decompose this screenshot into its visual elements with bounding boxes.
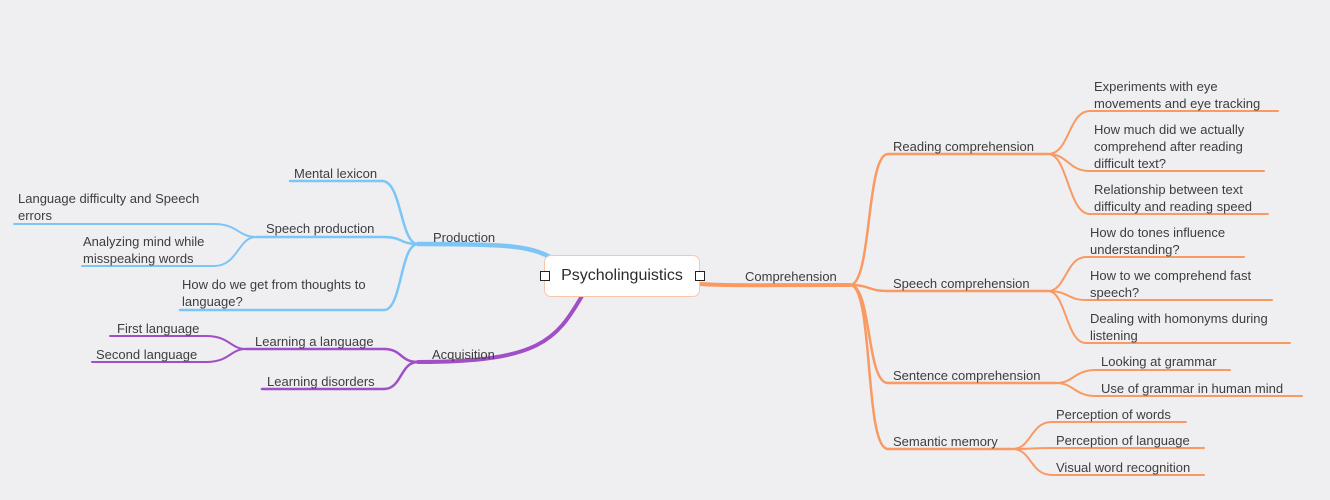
node-thoughts-to-language[interactable]: How do we get from thoughts to language? bbox=[182, 277, 366, 309]
node-learning-a-language[interactable]: Learning a language bbox=[255, 334, 374, 349]
node-comprehension[interactable]: Comprehension bbox=[745, 269, 837, 284]
node-sentence-item-2[interactable]: Use of grammar in human mind bbox=[1101, 381, 1284, 396]
connector-acquisition-learning-language bbox=[382, 347, 420, 364]
node-mental-lexicon[interactable]: Mental lexicon bbox=[294, 166, 378, 181]
connector-root-production bbox=[415, 241, 555, 261]
root-left-handle[interactable] bbox=[540, 271, 550, 281]
node-sentence-comprehension[interactable]: Sentence comprehension bbox=[893, 368, 1041, 383]
root-right-handle[interactable] bbox=[695, 271, 705, 281]
connector-comp-reading bbox=[848, 152, 890, 287]
node-speech-comprehension[interactable]: Speech comprehension bbox=[893, 276, 1030, 291]
connector-semantic-2 bbox=[1011, 447, 1053, 450]
node-semantic-item-1[interactable]: Perception of words bbox=[1056, 407, 1171, 422]
connector-production-thoughts bbox=[382, 242, 420, 312]
node-speech-production[interactable]: Speech production bbox=[266, 221, 375, 236]
connector-speech-production-analyzing-mind bbox=[213, 236, 257, 267]
connector-root-comprehension bbox=[698, 282, 852, 288]
connector-root-acquisition bbox=[416, 294, 584, 364]
node-speech-item-2[interactable]: How to we comprehend fast speech? bbox=[1090, 268, 1252, 300]
connector-comp-semantic bbox=[848, 283, 890, 451]
connector-speech-1 bbox=[1047, 256, 1087, 292]
node-second-language[interactable]: Second language bbox=[96, 347, 198, 362]
connector-semantic-1 bbox=[1011, 421, 1053, 450]
node-semantic-item-2[interactable]: Perception of language bbox=[1056, 433, 1190, 448]
connector-sentence-1 bbox=[1055, 369, 1097, 384]
node-language-difficulty[interactable]: Language difficulty and Speech errors bbox=[18, 191, 200, 223]
node-reading-comprehension[interactable]: Reading comprehension bbox=[893, 139, 1034, 154]
root-label: Psycholinguistics bbox=[561, 267, 683, 284]
connector-production-mental-lexicon bbox=[380, 179, 420, 246]
connector-learning-first bbox=[205, 335, 247, 350]
node-semantic-item-3[interactable]: Visual word recognition bbox=[1056, 460, 1191, 475]
node-sentence-item-1[interactable]: Looking at grammar bbox=[1101, 354, 1217, 369]
node-analyzing-mind[interactable]: Analyzing mind while misspeaking words bbox=[83, 234, 205, 266]
node-reading-item-3[interactable]: Relationship between text difficulty and… bbox=[1094, 182, 1253, 214]
node-production[interactable]: Production bbox=[433, 230, 496, 245]
root-node[interactable]: Psycholinguistics bbox=[544, 255, 700, 297]
node-first-language[interactable]: First language bbox=[117, 321, 200, 336]
connector-speech-3 bbox=[1047, 290, 1087, 344]
connector-sentence-2 bbox=[1055, 382, 1097, 397]
node-reading-item-2[interactable]: How much did we actually comprehend afte… bbox=[1094, 122, 1245, 171]
connector-learning-second bbox=[205, 348, 247, 363]
node-speech-item-1[interactable]: How do tones influence understanding? bbox=[1090, 225, 1226, 257]
node-speech-item-3[interactable]: Dealing with homonyms during listening bbox=[1090, 311, 1268, 343]
node-reading-item-1[interactable]: Experiments with eye movements and eye t… bbox=[1094, 79, 1261, 111]
node-semantic-memory[interactable]: Semantic memory bbox=[893, 434, 998, 449]
connector-reading-1 bbox=[1047, 110, 1091, 155]
connector-semantic-3 bbox=[1011, 448, 1053, 476]
connector-reading-3 bbox=[1047, 153, 1091, 215]
node-acquisition[interactable]: Acquisition bbox=[432, 347, 495, 362]
connector-acquisition-disorders bbox=[382, 360, 420, 391]
node-learning-disorders[interactable]: Learning disorders bbox=[267, 374, 375, 389]
